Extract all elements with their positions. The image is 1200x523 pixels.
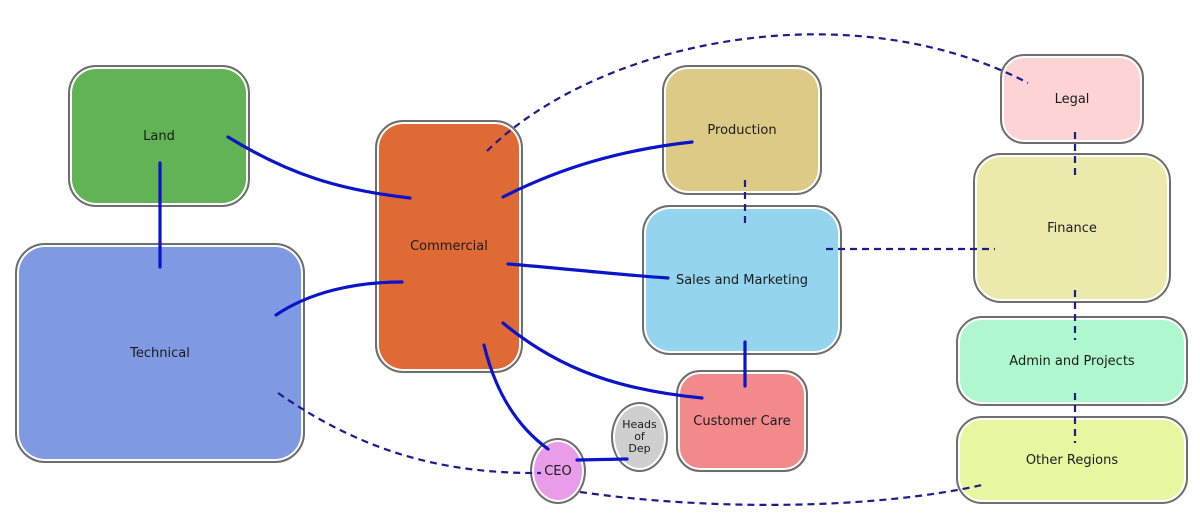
node-heads-of-dep[interactable]: Heads of Dep — [611, 402, 668, 472]
node-sales-and-marketing[interactable]: Sales and Marketing — [642, 205, 842, 355]
node-admin-and-projects[interactable]: Admin and Projects — [956, 316, 1188, 406]
node-label: Finance — [1047, 220, 1097, 236]
node-label: Heads of Dep — [622, 419, 657, 455]
node-label: Other Regions — [1025, 452, 1119, 468]
node-label: Legal — [1054, 91, 1090, 107]
node-label-line: of — [634, 430, 645, 443]
node-other-regions[interactable]: Other Regions — [956, 416, 1188, 504]
node-label: Land — [143, 128, 175, 144]
node-label-line: Dep — [628, 442, 651, 455]
node-label-line: Heads — [622, 418, 657, 431]
node-ceo[interactable]: CEO — [530, 438, 586, 504]
node-production[interactable]: Production — [662, 65, 822, 195]
node-label: Admin and Projects — [1009, 353, 1135, 369]
node-technical[interactable]: Technical — [15, 243, 305, 463]
node-customer-care[interactable]: Customer Care — [676, 370, 808, 472]
node-finance[interactable]: Finance — [973, 153, 1171, 303]
node-legal[interactable]: Legal — [1000, 54, 1144, 144]
node-label: Production — [707, 122, 777, 138]
node-label: Commercial — [410, 239, 488, 254]
node-label: Customer Care — [693, 413, 791, 429]
node-label: Technical — [130, 345, 190, 361]
node-label: Sales and Marketing — [675, 272, 809, 288]
link-ceo-regions — [579, 483, 983, 506]
link-technical-ceo — [277, 392, 542, 475]
node-commercial[interactable]: Commercial — [375, 120, 523, 373]
node-land[interactable]: Land — [68, 65, 250, 207]
node-label: CEO — [544, 463, 572, 479]
